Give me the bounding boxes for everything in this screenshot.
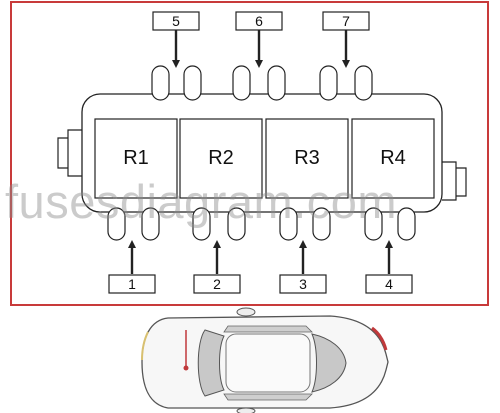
bottom-pin	[227, 207, 246, 241]
side-window-top	[223, 325, 313, 333]
relay-r1-label: R1	[123, 147, 149, 169]
front-light-top	[371, 326, 388, 351]
bottom-pin	[107, 207, 126, 241]
label-4: 4	[385, 276, 393, 292]
top-pin	[183, 65, 202, 101]
bottom-pin	[364, 207, 383, 241]
watermark: fusesdiagram.com	[5, 175, 397, 228]
top-callouts: 5 6 7	[152, 11, 370, 68]
label-5: 5	[172, 13, 180, 29]
relay-r1	[94, 118, 178, 199]
bottom-pin	[192, 207, 211, 241]
top-pin	[232, 65, 251, 101]
right-mirror	[236, 407, 256, 413]
label-box-3	[279, 274, 327, 294]
relay-r4	[351, 118, 435, 199]
car-top-view	[141, 307, 389, 413]
bottom-pin	[141, 207, 160, 241]
bottom-pin	[312, 207, 331, 241]
top-pin	[151, 65, 170, 101]
label-box-1	[108, 274, 156, 294]
right-bracket	[442, 161, 467, 201]
relay-r2-label: R2	[208, 147, 234, 169]
diagram-frame	[10, 1, 489, 306]
label-7: 7	[342, 13, 350, 29]
relays: R1 R2 R3 R4	[94, 118, 435, 199]
label-1: 1	[128, 276, 136, 292]
bottom-callouts: 1 2 3 4	[108, 240, 413, 294]
top-pins	[151, 65, 373, 101]
side-window-bottom	[223, 393, 313, 401]
fuse-box-location-dot	[183, 365, 189, 371]
bottom-pin	[397, 207, 416, 241]
bottom-pin	[279, 207, 298, 241]
relay-r3-label: R3	[294, 147, 320, 169]
car-roof	[225, 333, 311, 393]
relay-r2	[179, 118, 263, 199]
rear-light	[141, 331, 149, 361]
top-pin	[319, 65, 338, 101]
top-pin	[267, 65, 286, 101]
left-mirror	[236, 307, 256, 317]
bottom-pins	[107, 207, 416, 241]
top-pin	[354, 65, 373, 101]
label-box-2	[193, 274, 241, 294]
label-2: 2	[213, 276, 221, 292]
label-6: 6	[255, 13, 263, 29]
left-bracket	[57, 129, 82, 177]
label-box-4	[365, 274, 413, 294]
label-3: 3	[299, 276, 307, 292]
rear-window	[197, 329, 225, 397]
relay-r3	[265, 118, 349, 199]
front-window	[311, 333, 347, 393]
relay-r4-label: R4	[380, 147, 406, 169]
